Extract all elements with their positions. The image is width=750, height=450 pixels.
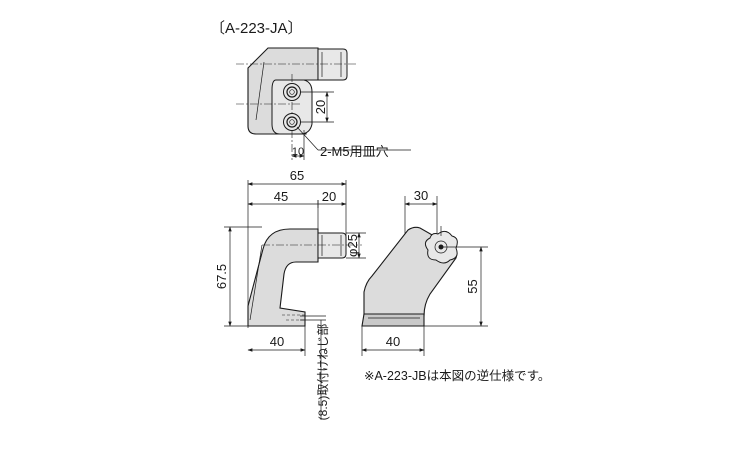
front-view-knob [317, 232, 347, 259]
dim-body-width: 45 [274, 189, 288, 204]
dim-base-width: 40 [270, 334, 284, 349]
top-view-knob [317, 48, 348, 81]
dim-knob-length: 20 [322, 189, 336, 204]
front-view-body [247, 228, 319, 327]
drawing-title: 〔A-223-JA〕 [210, 20, 303, 37]
footnote: ※A-223-JBは本図の逆仕様です。 [364, 368, 550, 383]
dim-side-base-width: 40 [386, 334, 400, 349]
side-view: 30 55 40 [361, 188, 488, 356]
front-view: 65 45 20 φ25 67.5 40 (8.5)取付けねじ部 [214, 168, 366, 420]
dim-knob-diameter: φ25 [345, 234, 360, 257]
top-view: 20 10 2-M5用皿穴 [236, 47, 411, 160]
dim-hole-offset: 10 [292, 146, 304, 158]
countersunk-hole-lower [283, 113, 301, 131]
dim-total-width: 65 [290, 168, 304, 183]
dim-hole-pitch: 20 [313, 100, 328, 114]
countersunk-hole-upper [283, 83, 301, 101]
dim-side-top-width: 30 [414, 188, 428, 203]
hole-note: 2-M5用皿穴 [320, 144, 389, 159]
thread-note: (8.5)取付けねじ部 [315, 324, 330, 421]
dim-side-height: 55 [465, 279, 480, 293]
dim-height: 67.5 [214, 264, 229, 289]
side-view-base [361, 313, 425, 327]
